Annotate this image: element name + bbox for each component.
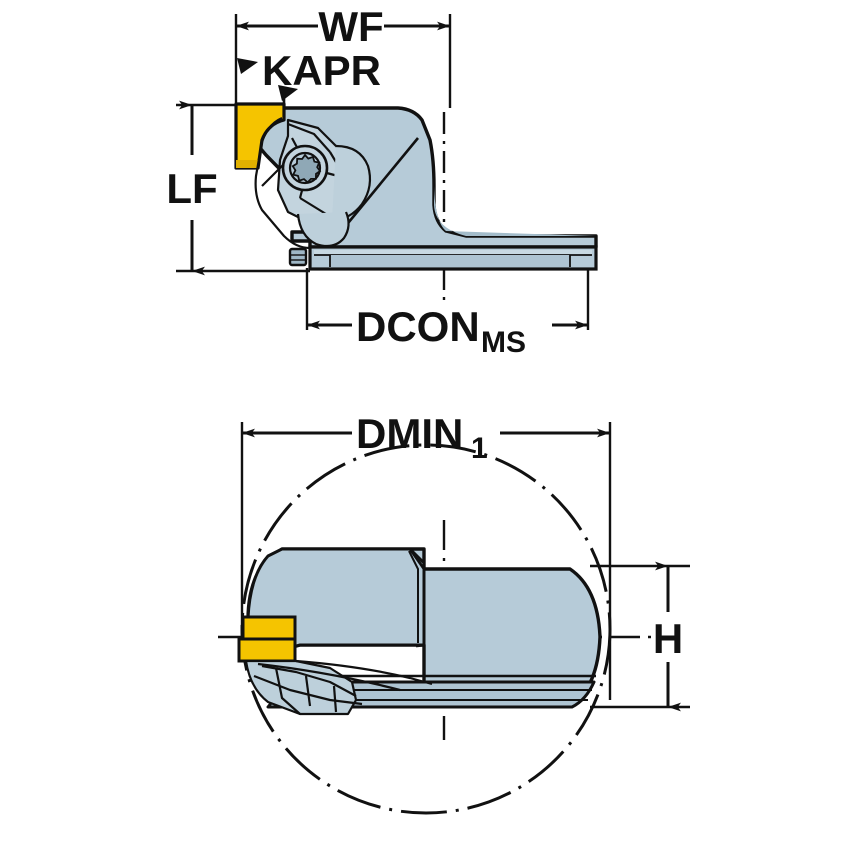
clamp-facet-f2 bbox=[274, 667, 301, 715]
flange-shadow bbox=[330, 255, 570, 267]
h-dimension: H bbox=[653, 561, 683, 712]
insert-bar-lower bbox=[237, 637, 297, 663]
front-body-step-inner bbox=[408, 550, 419, 643]
wf-dimension: WF bbox=[236, 3, 450, 50]
flange-highlight bbox=[314, 250, 592, 255]
h-label: H bbox=[653, 615, 683, 662]
clamp-facet-1 bbox=[287, 122, 331, 153]
side-view: WF KAPR LF DCON MS bbox=[166, 3, 598, 359]
clamp-lobe-bottom bbox=[296, 211, 350, 248]
insert-clamp-geometry-front bbox=[244, 659, 433, 716]
front-body-step-line bbox=[408, 548, 426, 648]
dcon-subscript: MS bbox=[481, 326, 526, 359]
insert-edge-shadow bbox=[236, 160, 258, 168]
dmin-dimension: DMIN 1 bbox=[242, 410, 610, 465]
clamp-facet-f3 bbox=[304, 675, 312, 707]
kapr-dimension: KAPR bbox=[237, 47, 381, 110]
torx-star-icon bbox=[291, 153, 322, 184]
dmin-subscript: 1 bbox=[471, 432, 488, 465]
cutting-insert-front bbox=[237, 615, 297, 663]
kapr-label: KAPR bbox=[262, 47, 381, 94]
clamp-facet-f4 bbox=[332, 685, 338, 713]
clamp-facet-f5 bbox=[253, 674, 363, 706]
torx-clamp-screw bbox=[281, 144, 329, 192]
lf-label: LF bbox=[166, 165, 217, 212]
dcon-dimension: DCON MS bbox=[307, 303, 588, 359]
insert-bar-upper bbox=[241, 615, 297, 641]
clamp-seat-ridge bbox=[295, 659, 433, 686]
clamp-outer-contour bbox=[254, 116, 311, 250]
dmin-label: DMIN bbox=[356, 410, 463, 457]
front-end-view: DMIN 1 H bbox=[218, 410, 690, 815]
wf-label: WF bbox=[318, 3, 383, 50]
clamp-facet-5 bbox=[299, 197, 327, 215]
clamp-facet-f1 bbox=[261, 664, 357, 697]
clamp-seat-ridge-2 bbox=[257, 662, 401, 692]
dcon-label: DCON bbox=[356, 303, 480, 350]
locking-pin-body bbox=[288, 247, 308, 267]
coupling-flange bbox=[308, 245, 598, 271]
lf-dimension: LF bbox=[166, 100, 218, 276]
locking-pin bbox=[288, 247, 308, 267]
tool-body-taper-face bbox=[434, 186, 596, 236]
kapr-arrow-upper bbox=[237, 58, 258, 74]
